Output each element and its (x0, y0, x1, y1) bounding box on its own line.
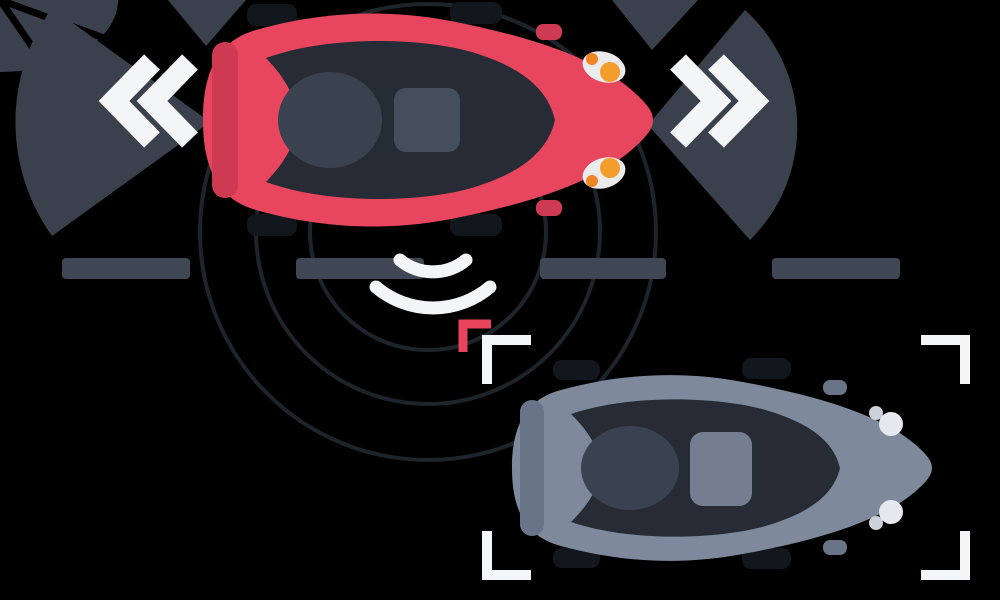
red-car-wheel (450, 2, 502, 24)
detection-frame-icon (482, 335, 970, 580)
chevron-double-left-icon (98, 54, 198, 148)
sensor-wedge-top-left (168, 0, 246, 46)
chevron-right (670, 54, 732, 148)
gray-car-mirror (823, 380, 847, 395)
red-car-wheel (247, 4, 297, 26)
headlight-lamp (879, 500, 903, 524)
headlight-lamp (869, 516, 883, 530)
sonar-arc (393, 253, 473, 279)
red-car-mirror (536, 200, 562, 216)
sensor-cone-left (15, 8, 210, 236)
gray-car-wheel (742, 548, 791, 569)
gray-car-wheel (553, 360, 600, 380)
red-car-spoiler (212, 42, 238, 198)
chevron-left (136, 54, 198, 148)
red-car-headlight-bottom (582, 157, 626, 189)
frame-corner-top-right (921, 335, 970, 384)
red-car-mirror (536, 24, 562, 40)
gray-car-wheel (553, 548, 600, 568)
frame-corner-top-left (482, 335, 531, 384)
chevron-left (98, 54, 160, 148)
red-car-roof-panel (394, 88, 460, 152)
headlight-lamp (586, 175, 598, 187)
frame-corner-bottom-right (921, 531, 970, 580)
red-car-headlight-top (582, 51, 626, 83)
lane-dash (540, 258, 666, 279)
lane-dash (296, 258, 424, 279)
red-car-cabin (278, 72, 382, 168)
headlight-lamp (586, 53, 598, 65)
chevron-double-right-icon (670, 54, 770, 148)
gray-car-wheel (742, 358, 791, 379)
sonar-waves-icon (369, 253, 497, 315)
red-car (203, 2, 653, 236)
red-corner-bracket-icon (458, 319, 491, 352)
gray-car-roof-panel (690, 432, 752, 506)
gray-car-headlight-top (869, 406, 903, 436)
headlight-lamp (600, 158, 620, 178)
gray-car-mirror (823, 540, 847, 555)
lane-dash (62, 258, 190, 279)
lane-marking (62, 258, 900, 279)
frame-corner-bottom-left (482, 531, 531, 580)
red-car-wheel (247, 214, 297, 236)
sensor-ring (198, 2, 658, 462)
sonar-arc (369, 280, 497, 315)
red-car-wheel (450, 214, 502, 236)
lane-dash (772, 258, 900, 279)
gray-car-spoiler (520, 400, 544, 536)
headlight-lamp (600, 62, 620, 82)
gray-car (512, 358, 932, 569)
gray-car-headlight-bottom (869, 500, 903, 530)
headlight-lamp (869, 406, 883, 420)
gray-car-cabin (581, 426, 679, 510)
headlight-lamp (879, 412, 903, 436)
sensor-wedge-top-right (612, 0, 698, 50)
chevron-right (708, 54, 770, 148)
